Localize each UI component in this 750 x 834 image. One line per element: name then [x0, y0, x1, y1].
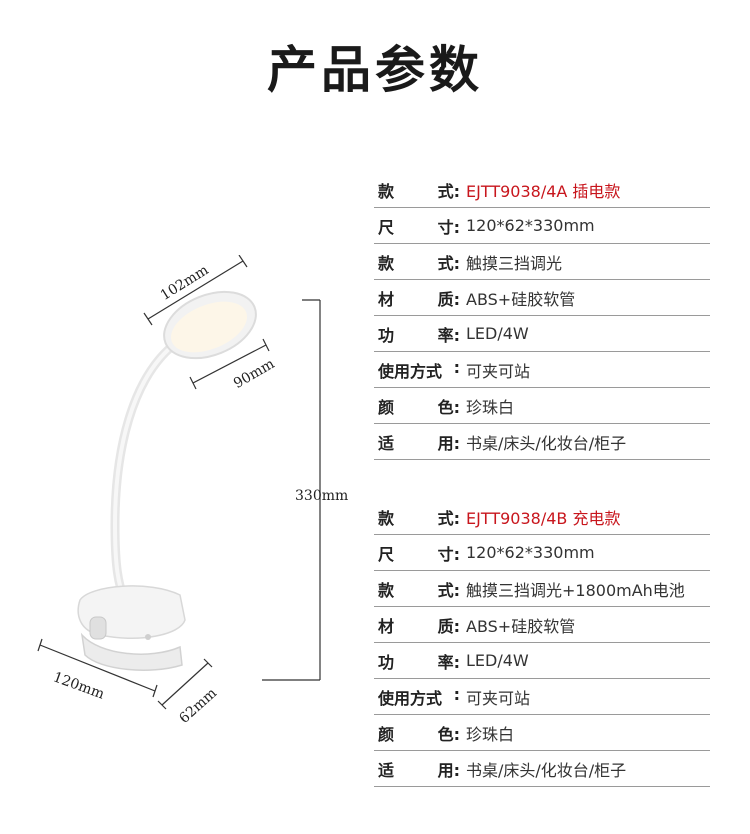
- lamp-illustration: [37, 255, 321, 710]
- spec-row: 颜色:珍珠白: [374, 715, 710, 751]
- spec-row: 款式:触摸三挡调光+1800mAh电池: [374, 571, 710, 607]
- spec-table-plug: 款式:EJTT9038/4A 插电款 尺寸:120*62*330mm 款式:触摸…: [374, 172, 710, 460]
- spec-row: 颜色:珍珠白: [374, 388, 710, 424]
- page-title: 产品参数: [267, 41, 483, 99]
- spec-row: 款式:EJTT9038/4A 插电款: [374, 172, 710, 208]
- spec-row: 款式:EJTT9038/4B 充电款: [374, 499, 710, 535]
- spec-row: 尺寸:120*62*330mm: [374, 208, 710, 244]
- spec-row: 适用:书桌/床头/化妆台/柜子: [374, 751, 710, 787]
- spec-row: 材质:ABS+硅胶软管: [374, 607, 710, 643]
- spec-row: 尺寸:120*62*330mm: [374, 535, 710, 571]
- spec-row: 款式:触摸三挡调光: [374, 244, 710, 280]
- spec-row: 使用方式:可夹可站: [374, 679, 710, 715]
- spec-row: 使用方式:可夹可站: [374, 352, 710, 388]
- dim-height: 330mm: [295, 488, 349, 504]
- spec-row: 功率:LED/4W: [374, 643, 710, 679]
- spec-row: 适用:书桌/床头/化妆台/柜子: [374, 424, 710, 460]
- spec-row: 材质:ABS+硅胶软管: [374, 280, 710, 316]
- spec-row: 功率:LED/4W: [374, 316, 710, 352]
- spec-table-battery: 款式:EJTT9038/4B 充电款 尺寸:120*62*330mm 款式:触摸…: [374, 499, 710, 787]
- model-name: EJTT9038/4A 插电款: [466, 181, 621, 201]
- model-name: EJTT9038/4B 充电款: [466, 508, 621, 528]
